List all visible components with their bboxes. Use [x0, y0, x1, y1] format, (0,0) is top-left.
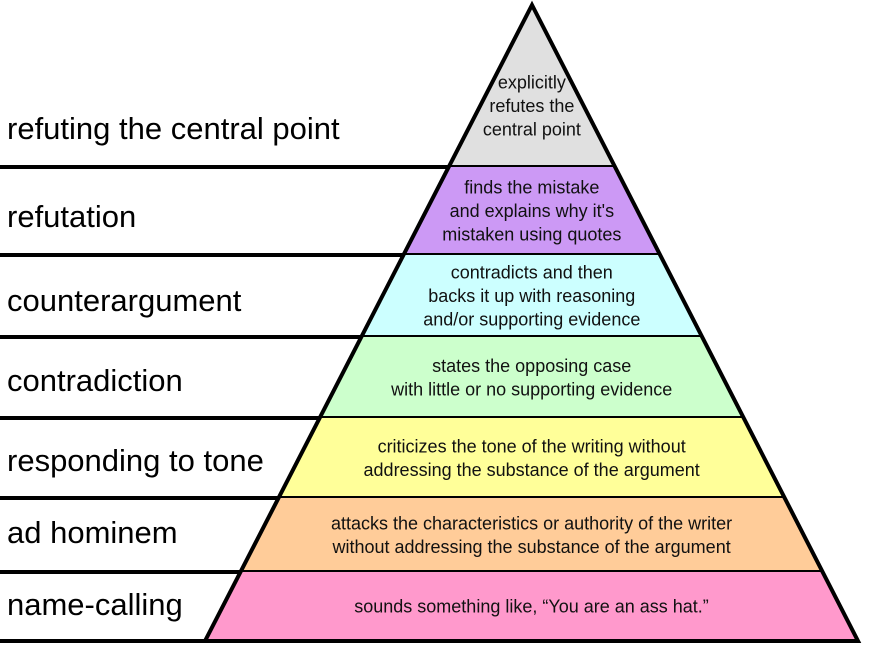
level-description-line: backs it up with reasoning [428, 286, 635, 306]
pyramid-level-name-calling: name-calling sounds something like, “You … [0, 572, 858, 643]
level-description-line: attacks the characteristics or authority… [331, 513, 732, 533]
level-description-line: criticizes the tone of the writing witho… [378, 436, 686, 456]
pyramid-outline [201, 0, 862, 643]
level-description-line: with little or no supporting evidence [390, 379, 672, 399]
pyramid-level-ad-hominem: ad hominem attacks the characteristics or… [0, 498, 823, 574]
level-band [403, 167, 661, 255]
level-band [278, 418, 785, 498]
level-description-line: addressing the substance of the argument [364, 460, 700, 480]
level-description-line: without addressing the substance of the … [331, 537, 730, 557]
level-label: name-calling [7, 587, 183, 622]
level-description-line: refutes the [489, 96, 574, 116]
pyramid-level-responding-to-tone: responding to tone criticizes the tone of… [0, 418, 785, 500]
level-description-line: and explains why it's [450, 201, 615, 221]
level-description-line: mistaken using quotes [442, 225, 621, 245]
pyramid-level-contradiction: contradiction states the opposing case wit… [0, 337, 744, 420]
level-band [361, 255, 703, 337]
level-description-line: finds the mistake [464, 178, 599, 198]
level-description-line: states the opposing case [432, 356, 631, 376]
level-band [319, 337, 744, 418]
level-band [240, 498, 823, 572]
level-band [205, 572, 858, 641]
pyramid-level-refuting-the-central-point: refuting the central point explicitly refu… [0, 5, 616, 169]
level-description-line: explicitly [498, 73, 566, 93]
level-band [448, 5, 616, 167]
level-label: contradiction [7, 363, 183, 398]
pyramid-level-refutation: refutation finds the mistake and explains … [0, 167, 661, 257]
level-description-line: and/or supporting evidence [423, 310, 640, 330]
level-description-line: contradicts and then [451, 263, 613, 283]
level-description-line: sounds something like, “You are an ass h… [354, 597, 709, 617]
level-label: counterargument [7, 283, 242, 318]
level-label: ad hominem [7, 515, 178, 550]
level-label: responding to tone [7, 443, 264, 478]
pyramid-level-counterargument: counterargument contradicts and then backs… [0, 255, 703, 339]
level-description-line: central point [483, 120, 581, 140]
level-label: refutation [7, 199, 136, 234]
level-label: refuting the central point [7, 111, 340, 146]
